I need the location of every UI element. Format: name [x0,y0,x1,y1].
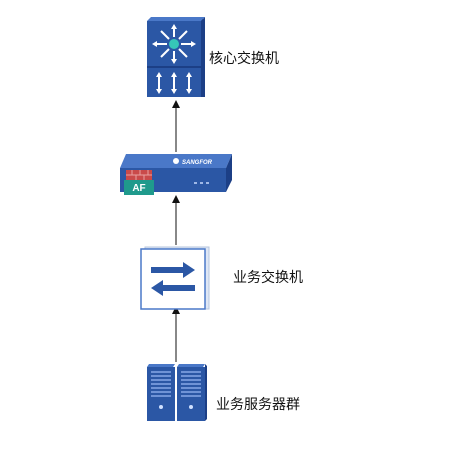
access-switch-icon [140,246,210,310]
business-switch-label: 业务交换机 [233,270,303,286]
core-switch-label: 核心交换机 [209,51,279,67]
firewall-badge: AF [132,183,145,194]
firewall-node[interactable]: AF SANGFOR [116,152,234,198]
firewall-brand: SANGFOR [182,160,213,166]
business-switch-node[interactable] [139,246,211,310]
server-group-node[interactable] [145,363,209,421]
firewall-appliance-icon: AF SANGFOR [120,154,232,195]
server-group-label: 业务服务器群 [216,397,300,413]
core-switch-icon [147,17,205,97]
server-rack-icon [147,364,207,421]
core-switch-node[interactable] [143,15,207,99]
